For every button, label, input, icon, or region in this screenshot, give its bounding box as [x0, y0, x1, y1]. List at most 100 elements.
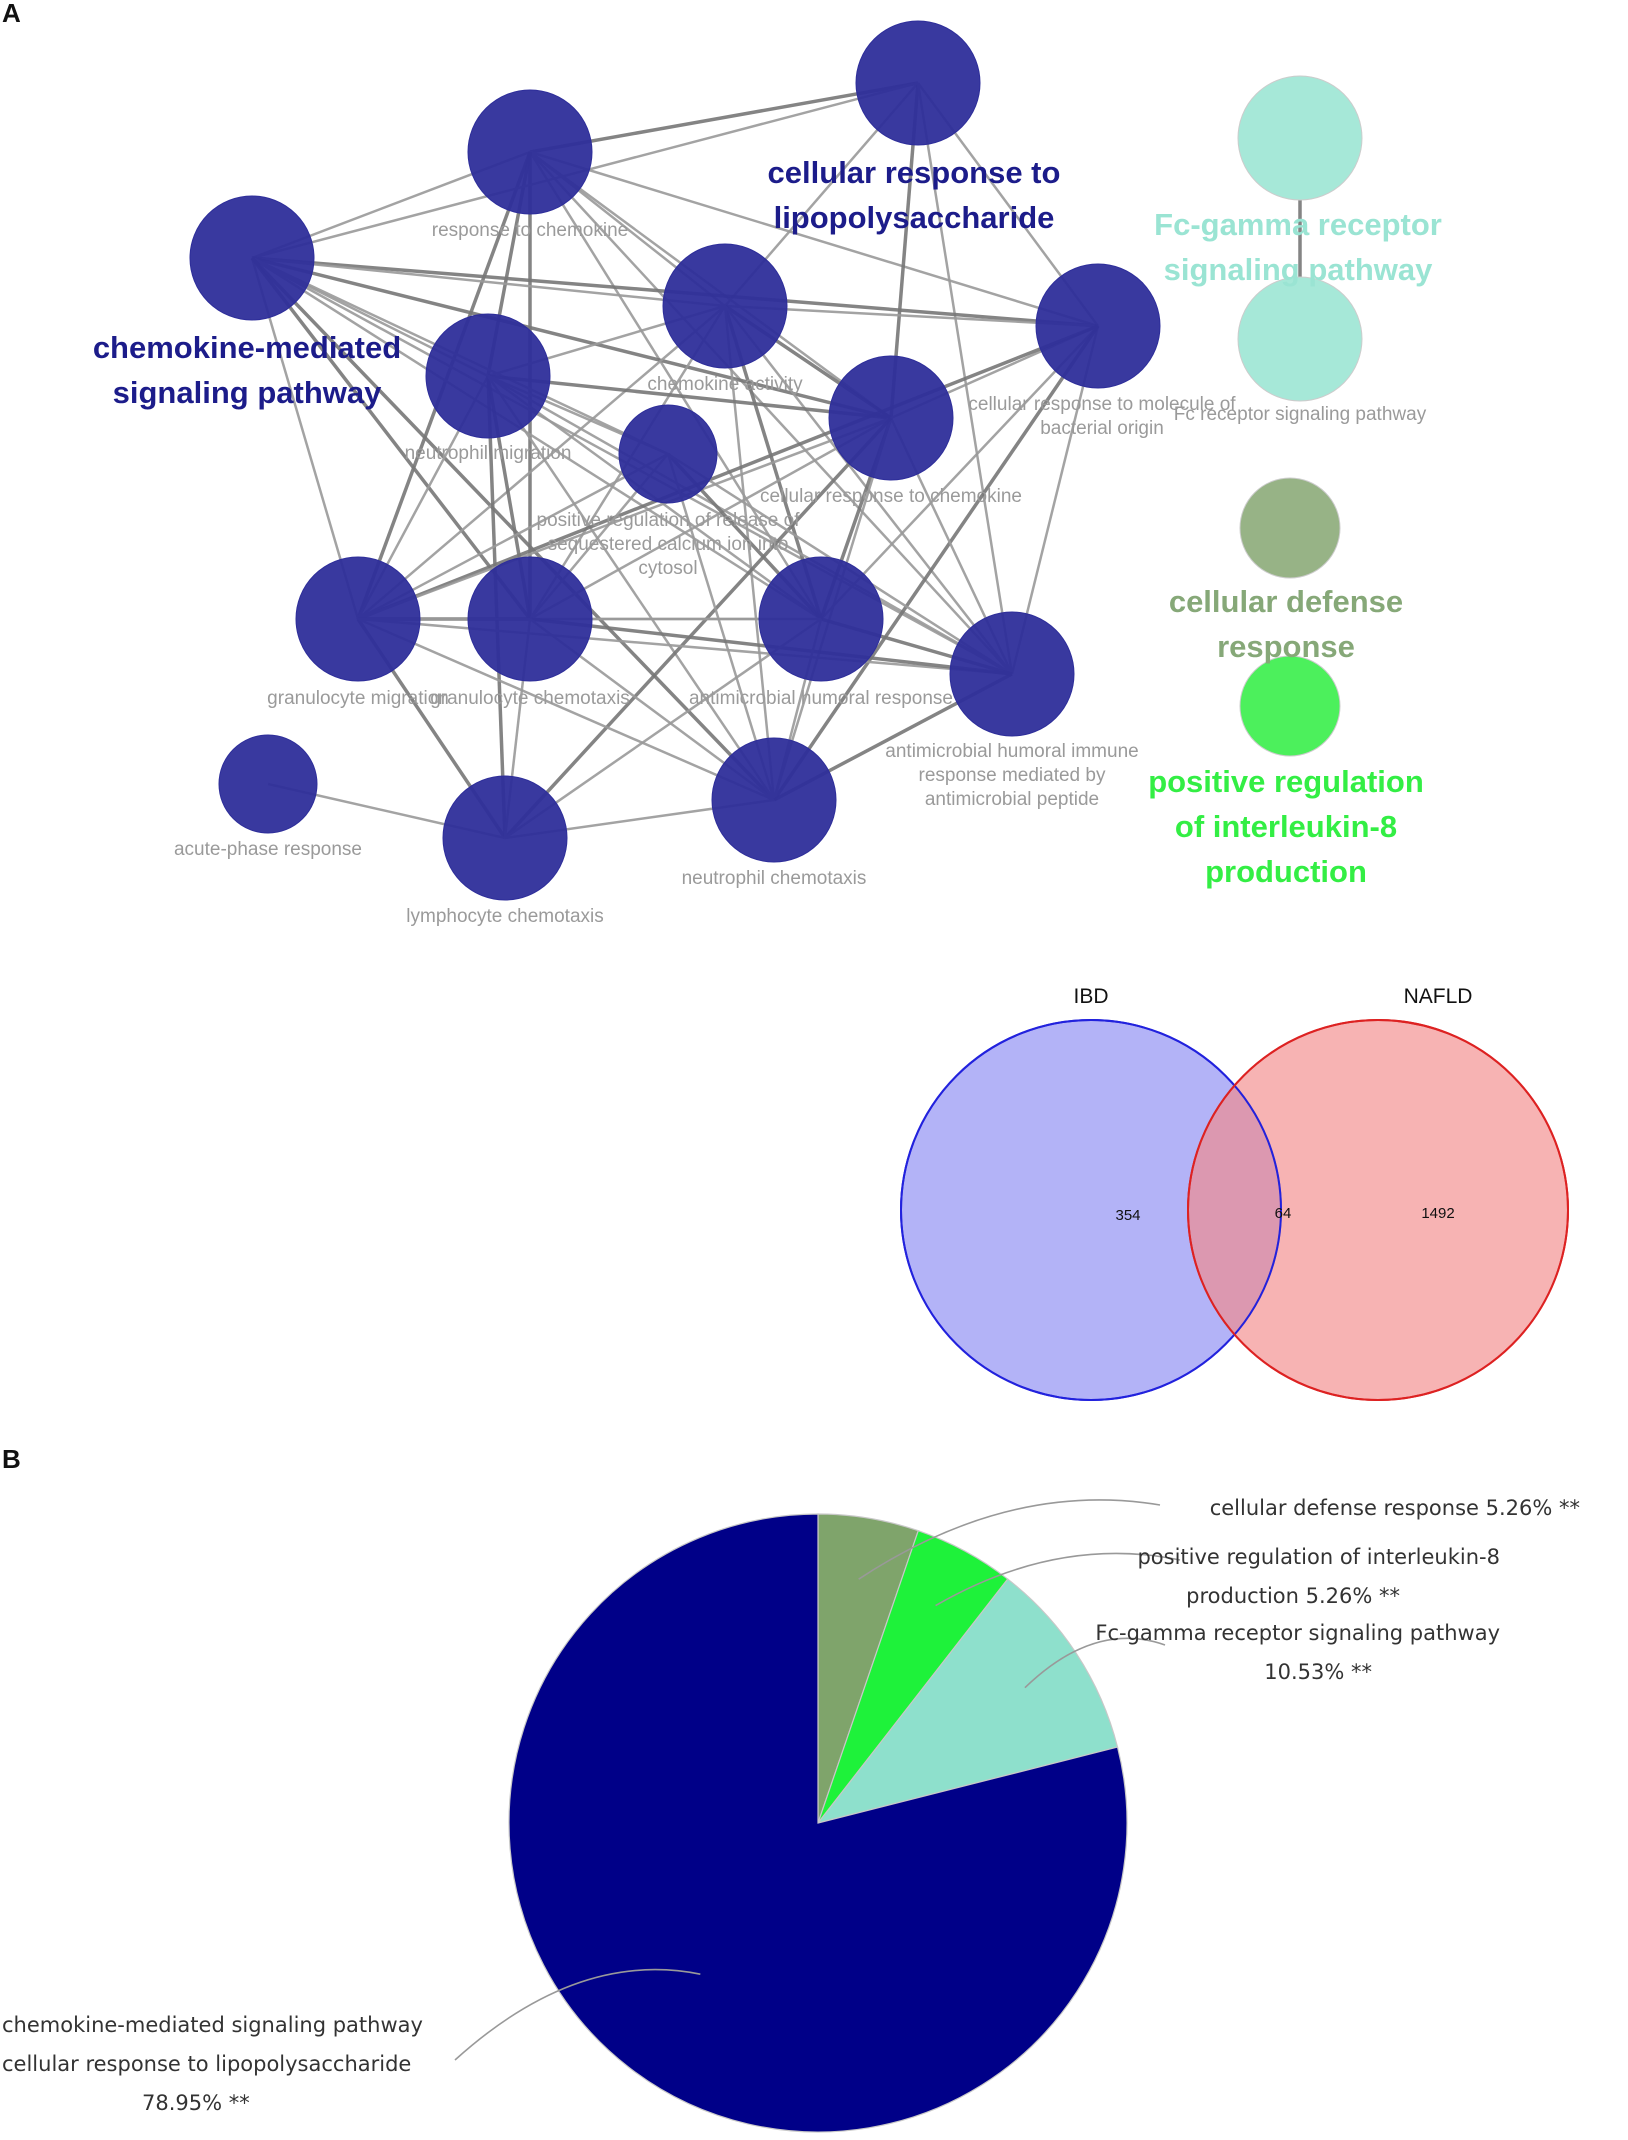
- network-node: [758, 556, 884, 682]
- pie-slice-label: positive regulation of interleukin-8 prod…: [1137, 1545, 1500, 1608]
- network-node-label: neutrophil migration: [405, 443, 572, 464]
- network-node: [1237, 75, 1363, 201]
- network-group-label: Fc-gamma receptor signaling pathway: [1154, 207, 1442, 287]
- network-edge: [250, 256, 532, 621]
- network-edge: [357, 617, 775, 802]
- network-node: [1239, 477, 1341, 579]
- network-node-label-line: positive regulation of release of: [537, 510, 801, 531]
- network-node: [442, 775, 568, 901]
- network-group-label-line: of interleukin-8: [1175, 809, 1397, 844]
- network-node-label-line: sequestered calcium ion into: [548, 534, 789, 555]
- pie-slice-label-line: cellular response to lipopolysaccharide: [2, 2052, 411, 2076]
- network-node: [949, 611, 1075, 737]
- network-group-label-line: signaling pathway: [1164, 252, 1433, 287]
- network-edge: [486, 375, 776, 801]
- pie-slice-label-line: 10.53% **: [1264, 1660, 1372, 1684]
- network-node: [1035, 263, 1161, 389]
- network-node: [1239, 655, 1341, 757]
- network-edge: [723, 305, 776, 801]
- network-node: [189, 195, 315, 321]
- network-edge: [357, 416, 892, 621]
- venn-count-only_b: 1492: [1421, 1205, 1454, 1222]
- network-node-label: acute-phase response: [174, 839, 362, 860]
- network-node-label: positive regulation of release of sequest…: [537, 510, 801, 579]
- network-node: [218, 734, 318, 834]
- network-group-label-line: chemokine-mediated: [93, 330, 401, 365]
- network-node-label-line: cellular response to molecule of: [968, 394, 1236, 415]
- panel-a-letter: A: [2, 0, 21, 28]
- network-edge: [251, 256, 892, 420]
- network-group-label-line: signaling pathway: [113, 375, 382, 410]
- network-edge: [357, 324, 1099, 621]
- network-node: [467, 89, 593, 215]
- venn-ibd-outline: [900, 1019, 1282, 1401]
- panel-b-letter: B: [2, 1444, 21, 1474]
- network-node-label: Fc receptor signaling pathway: [1174, 404, 1427, 425]
- pie-leader-line: [935, 1552, 1181, 1607]
- network-node-label-line: lymphocyte chemotaxis: [406, 906, 603, 927]
- network-node: [467, 556, 593, 682]
- network-node: [1237, 276, 1363, 402]
- network-node-label: lymphocyte chemotaxis: [406, 906, 603, 927]
- network-node-label: cellular response to molecule of bacteria…: [968, 394, 1236, 439]
- network-node-label-line: cytosol: [638, 558, 697, 579]
- venn-set-label: NAFLD: [1404, 985, 1473, 1008]
- pie-slice-label-line: 78.95% **: [142, 2091, 250, 2115]
- network-edge: [503, 416, 893, 840]
- network-node-label-line: neutrophil chemotaxis: [682, 868, 867, 889]
- network-node: [711, 737, 837, 863]
- venn-set-label: IBD: [1073, 985, 1108, 1008]
- network-group-label: cellular defense response: [1169, 584, 1403, 664]
- network-node-label: cellular response to chemokine: [760, 486, 1022, 507]
- network-edge: [251, 256, 822, 621]
- network-group-label: chemokine-mediated signaling pathway: [93, 330, 401, 410]
- network-node: [662, 243, 788, 369]
- pie-slice-label-line: cellular defense response 5.26% **: [1210, 1496, 1580, 1520]
- network-node-label: chemokine activity: [647, 374, 803, 395]
- pie-slice-label-line: Fc-gamma receptor signaling pathway: [1095, 1621, 1500, 1645]
- network-group-label-line: cellular defense: [1169, 584, 1403, 619]
- network-node-label-line: chemokine activity: [647, 374, 803, 395]
- network-group-label-line: response: [1217, 629, 1355, 664]
- network-edge: [357, 305, 726, 620]
- pie-slice: [508, 1513, 1128, 2133]
- network-node-label-line: antimicrobial peptide: [925, 789, 1099, 810]
- pie-slice: [816, 1578, 1119, 1825]
- network-edge: [772, 325, 1100, 801]
- pie-slice-label-line: positive regulation of interleukin-8: [1137, 1545, 1500, 1569]
- pie-slice-label: Fc-gamma receptor signaling pathway 10.53…: [1095, 1621, 1500, 1684]
- network-group-label-line: Fc-gamma receptor: [1154, 207, 1442, 242]
- network-edge: [487, 374, 892, 420]
- network-group-label-line: cellular response to: [768, 155, 1061, 190]
- network-edge: [529, 150, 1099, 328]
- network-edge: [250, 257, 360, 620]
- network-node: [295, 556, 421, 682]
- network-node-label-line: acute-phase response: [174, 839, 362, 860]
- network-node-label: antimicrobial humoral response: [689, 688, 953, 709]
- venn-nafld-outline: [1187, 1019, 1569, 1401]
- venn-count-only_a: 354: [1115, 1207, 1140, 1224]
- venn-count-overlap: 64: [1275, 1205, 1292, 1222]
- pie-slice-label-line: production 5.26% **: [1186, 1584, 1400, 1608]
- network-node-label-line: Fc receptor signaling pathway: [1174, 404, 1427, 425]
- network-node-label-line: antimicrobial humoral immune: [885, 741, 1138, 762]
- venn-set-nafld-circle: [1187, 1019, 1569, 1401]
- network-edge: [487, 374, 1013, 676]
- network-group-label-line: positive regulation: [1148, 764, 1424, 799]
- network-node-label-line: antimicrobial humoral response: [689, 688, 953, 709]
- network-node-label-line: granulocyte migration: [267, 688, 449, 709]
- network-edge: [529, 151, 1013, 675]
- network-node-label: granulocyte migration: [267, 688, 449, 709]
- network-edge: [820, 325, 1099, 620]
- network-edge: [357, 617, 1013, 676]
- network-edge: [529, 81, 919, 154]
- network-edge: [504, 617, 822, 840]
- network-node-label-line: bacterial origin: [1040, 418, 1164, 439]
